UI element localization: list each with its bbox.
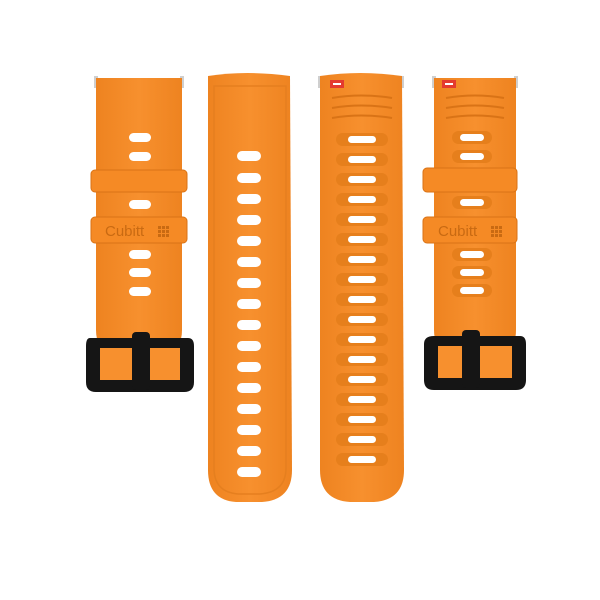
strap-holes — [460, 134, 484, 294]
grid-logo-icon — [158, 226, 169, 237]
grid-logo-icon — [491, 226, 502, 237]
strap-holes — [129, 133, 151, 296]
strap-long-back — [318, 73, 404, 502]
strap-holes — [348, 136, 376, 463]
buckle-icon — [424, 330, 526, 390]
brand-label: Cubitt — [105, 223, 145, 240]
strap-keeper — [422, 167, 518, 193]
brand-label: Cubitt — [438, 223, 478, 240]
buckle-icon — [86, 332, 194, 392]
strap-holes — [237, 151, 261, 477]
strap-short-left: Cubitt — [86, 76, 194, 392]
strap-keeper — [90, 169, 188, 193]
strap-ribs — [331, 94, 393, 119]
strap-ribs — [445, 94, 505, 119]
strap-short-right: Cubitt — [422, 76, 526, 390]
strap-long-front — [208, 73, 292, 502]
